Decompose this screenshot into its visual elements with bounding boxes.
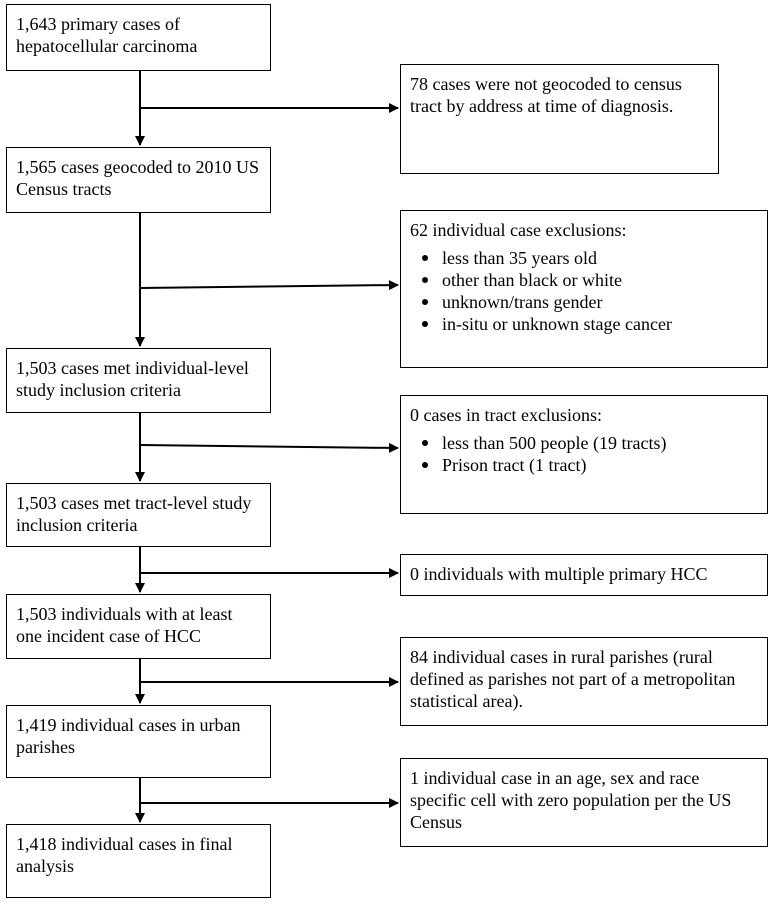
side-box-6: 1 individual case in an age, sex and rac… — [400, 758, 768, 847]
side-box-1-text: 78 cases were not geocoded to census tra… — [410, 74, 682, 116]
main-box-7: 1,418 individual cases in final analysis — [6, 824, 271, 898]
bullet-item: less than 500 people (19 tracts) — [422, 432, 759, 454]
main-box-7-text: 1,418 individual cases in final analysis — [16, 834, 233, 876]
side-box-4: 0 individuals with multiple primary HCC — [400, 554, 768, 596]
side-box-2: 62 individual case exclusions: less than… — [400, 210, 768, 368]
main-box-5-text: 1,503 individuals with at least one inci… — [16, 604, 233, 646]
bullet-item: unknown/trans gender — [422, 291, 759, 313]
bullet-item: Prison tract (1 tract) — [422, 454, 759, 476]
main-box-2: 1,565 cases geocoded to 2010 US Census t… — [6, 147, 271, 213]
side-box-5-text: 84 individual cases in rural parishes (r… — [410, 647, 736, 711]
side-box-2-text: 62 individual case exclusions: — [410, 220, 627, 240]
side-box-6-text: 1 individual case in an age, sex and rac… — [410, 768, 732, 832]
main-box-2-text: 1,565 cases geocoded to 2010 US Census t… — [16, 157, 259, 199]
main-box-5: 1,503 individuals with at least one inci… — [6, 594, 271, 659]
side-box-1: 78 cases were not geocoded to census tra… — [400, 64, 719, 174]
side-arrow-3 — [139, 442, 399, 453]
main-box-1-text: 1,643 primary cases of hepatocellular ca… — [16, 14, 198, 56]
main-box-1: 1,643 primary cases of hepatocellular ca… — [6, 4, 271, 71]
main-box-3: 1,503 cases met individual-level study i… — [6, 348, 271, 413]
side-box-2-bullets: less than 35 years old other than black … — [410, 247, 759, 335]
side-arrow-2 — [139, 280, 399, 291]
side-box-5: 84 individual cases in rural parishes (r… — [400, 637, 768, 726]
main-box-4-text: 1,503 cases met tract-level study inclus… — [16, 493, 252, 535]
main-box-4: 1,503 cases met tract-level study inclus… — [6, 483, 271, 547]
main-box-3-text: 1,503 cases met individual-level study i… — [16, 358, 249, 400]
bullet-item: in-situ or unknown stage cancer — [422, 313, 759, 335]
bullet-item: other than black or white — [422, 269, 759, 291]
main-box-6: 1,419 individual cases in urban parishes — [6, 705, 271, 778]
side-box-3-text: 0 cases in tract exclusions: — [410, 405, 602, 425]
bullet-item: less than 35 years old — [422, 247, 759, 269]
side-box-4-text: 0 individuals with multiple primary HCC — [410, 564, 708, 584]
side-box-3: 0 cases in tract exclusions: less than 5… — [400, 395, 768, 514]
main-box-6-text: 1,419 individual cases in urban parishes — [16, 715, 241, 757]
side-box-3-bullets: less than 500 people (19 tracts) Prison … — [410, 432, 759, 476]
